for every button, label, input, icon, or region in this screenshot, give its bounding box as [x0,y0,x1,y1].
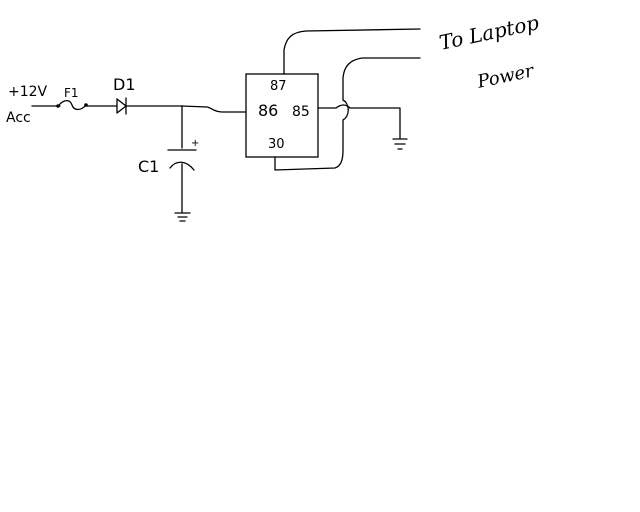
wire-to-pin-86 [181,105,247,113]
capacitor-polarity-label: + [191,138,199,149]
relay-box [245,73,319,158]
relay-pin-86-label: 86 [258,101,278,120]
output-label-group-2: Power [475,60,537,93]
fuse-symbol [57,99,87,111]
capacitor-label: C1 [138,157,159,176]
ground-symbol-capacitor [174,212,191,222]
output-label-group: To Laptop [437,10,541,55]
supply-voltage-label: +12V [8,84,48,100]
capacitor-plate-bottom [169,161,195,171]
relay-pin-85-label: 85 [292,104,310,120]
fuse-label: F1 [64,86,79,100]
relay-pin-87-label: 87 [270,79,287,94]
ground-symbol-relay [392,138,408,150]
output-label-line1: To Laptop [437,10,541,55]
wire-pin-85-ground [317,104,401,139]
wire-pin-30-output [274,57,421,171]
wire-pin-87-output [283,28,421,75]
diode-symbol [116,97,127,115]
output-label-line2: Power [475,60,537,93]
diode-label: D1 [113,75,136,94]
relay-pin-30-label: 30 [268,137,285,152]
supply-source-label: Acc [6,110,31,126]
